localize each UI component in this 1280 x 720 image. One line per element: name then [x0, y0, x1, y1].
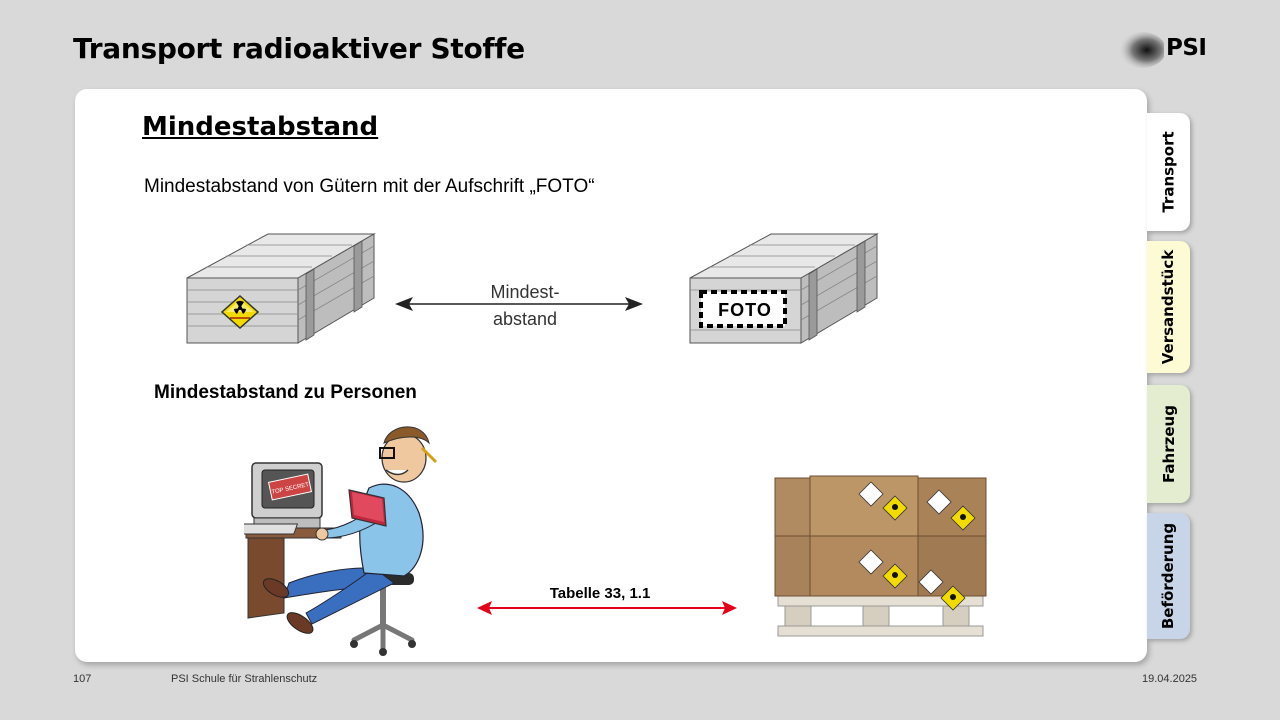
- tab-transport[interactable]: Transport: [1147, 113, 1190, 231]
- tab-transport-label: Transport: [1159, 131, 1178, 213]
- tab-versandstueck[interactable]: Versandstück: [1147, 241, 1190, 373]
- arrow-label-line1: Mindest-: [490, 282, 560, 302]
- section-title: Mindestabstand: [142, 112, 379, 142]
- pallet-boxes-illustration: [774, 475, 987, 637]
- tab-versandstueck-label: Versandstück: [1159, 249, 1178, 365]
- foto-crate-illustration: [689, 233, 879, 344]
- footer-date: 19.04.2025: [1142, 673, 1198, 685]
- tab-befoerderung-label: Beförderung: [1159, 522, 1178, 630]
- page-number: 107: [73, 673, 92, 685]
- page-title: Transport radioaktiver Stoffe: [73, 32, 525, 65]
- tab-befoerderung[interactable]: Beförderung: [1147, 513, 1190, 639]
- tab-fahrzeug[interactable]: Fahrzeug: [1147, 385, 1190, 503]
- minimum-distance-arrow: [395, 297, 643, 311]
- psi-logo: PSI: [1114, 30, 1214, 70]
- footer-organization: PSI Schule für Strahlenschutz: [171, 673, 318, 685]
- psi-logo-icon: [1118, 32, 1164, 68]
- tab-fahrzeug-label: Fahrzeug: [1159, 405, 1178, 483]
- arrow-label-line2: abstand: [492, 309, 558, 329]
- persons-distance-arrow: [477, 601, 737, 615]
- psi-logo-text: PSI: [1166, 35, 1207, 61]
- goods-distance-text: Mindestabstand von Gütern mit der Aufsch…: [144, 176, 595, 197]
- persons-distance-heading: Mindestabstand zu Personen: [154, 382, 417, 403]
- radioactive-crate-illustration: [186, 233, 376, 344]
- person-at-computer-illustration: TOP SECRET: [244, 426, 438, 656]
- table-reference-label: Tabelle 33, 1.1: [549, 585, 651, 602]
- foto-label: FOTO: [718, 300, 772, 320]
